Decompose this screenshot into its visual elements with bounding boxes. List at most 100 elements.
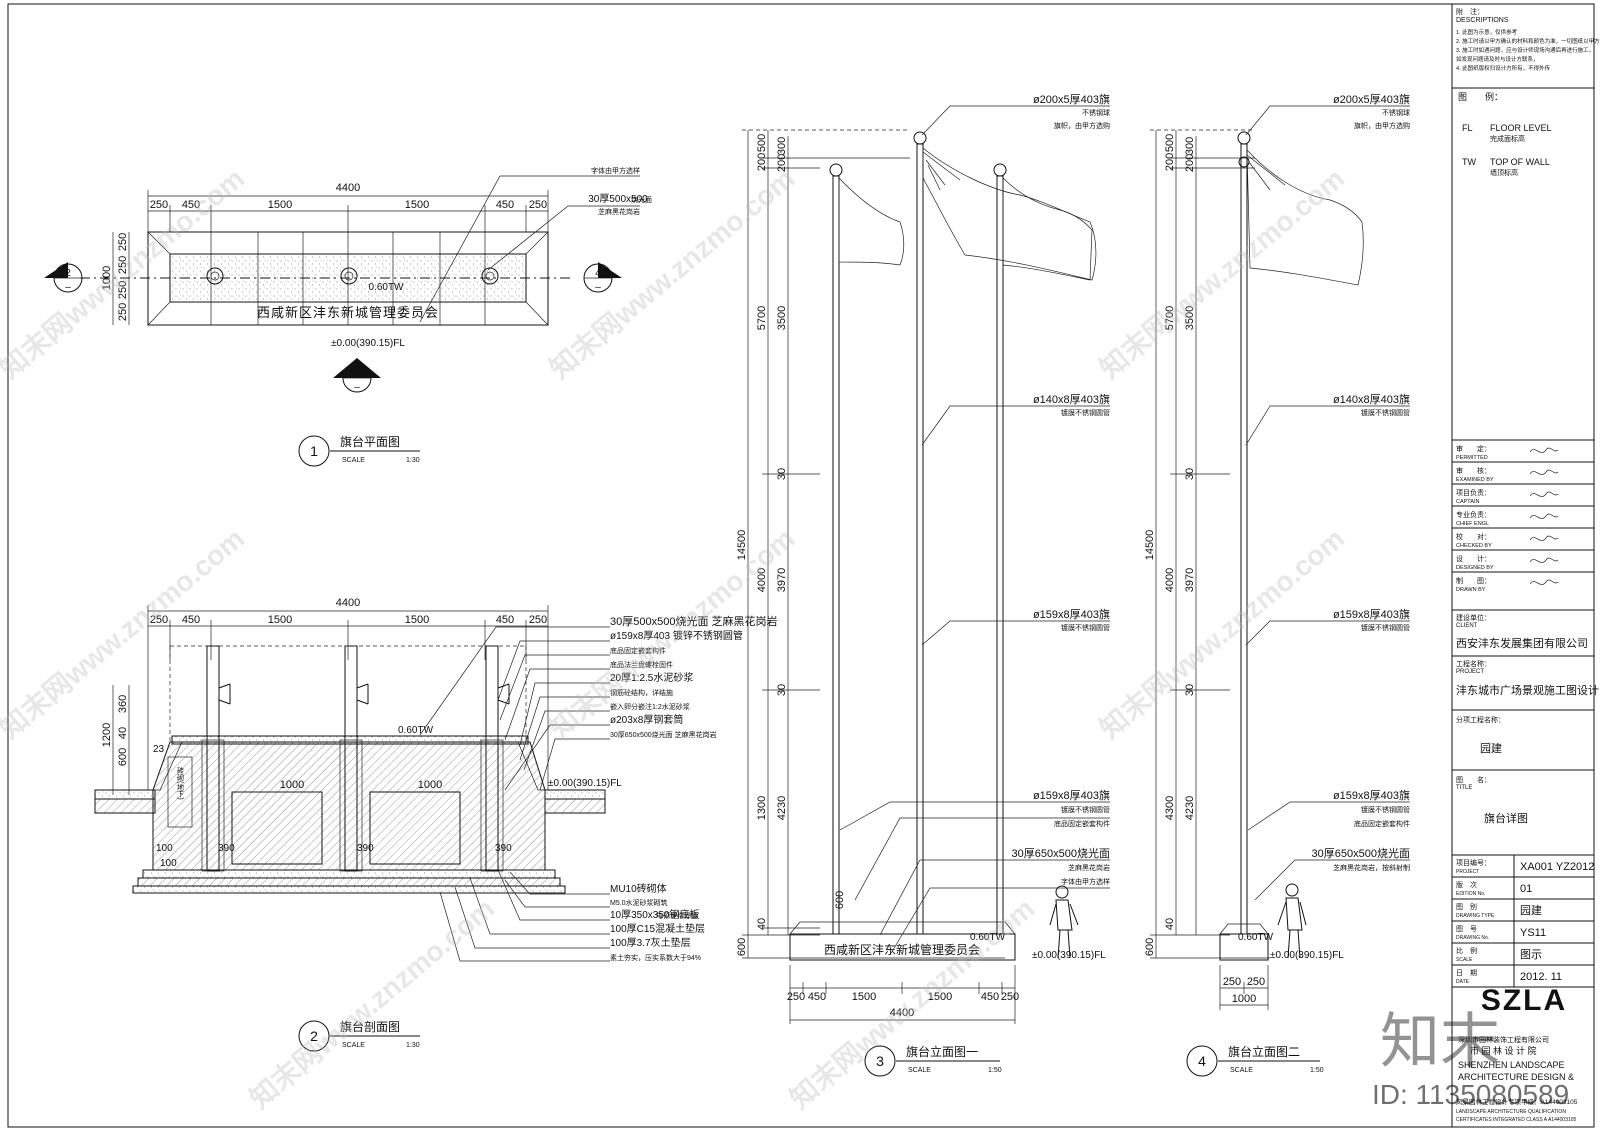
elev1-dim-bottom: 1500 [928, 991, 952, 1003]
elev1-callout: 不锈钢球 [1082, 108, 1110, 117]
info-label-en: DRAWING No. [1456, 935, 1489, 941]
sub-label: 分项工程名称： [1456, 715, 1505, 724]
elev2-callout: ø140x8厚403旗 [1333, 392, 1410, 406]
plan-callout: 字体由甲方选样 [591, 166, 640, 175]
legend-en: FLOOR LEVEL [1490, 123, 1552, 133]
elev1-dim: 1300 [756, 796, 768, 820]
qual-cn: 风景园林工程设计专项甲级：A144003105 [1456, 1097, 1578, 1106]
section-callout: 100厚C15混凝土垫层 [610, 922, 705, 935]
section-dim-left: 1200 [101, 723, 113, 747]
elev2-dim-total: 1000 [1232, 993, 1256, 1005]
elev2-dim: 14500 [1144, 530, 1156, 561]
info-label-en: EDITION No. [1456, 891, 1485, 897]
section-inner-dim: 1000 [418, 779, 442, 791]
section-callout: 嵌入卵分嵌注1:2水泥砂浆 [610, 702, 690, 711]
elev1-callout: 镀膜不锈钢圆管 [1061, 623, 1110, 632]
section-dim: 450 [496, 614, 514, 626]
plan-callout: 芝麻黑花岗岩 [598, 207, 640, 216]
firm-cn-1: 深圳市园林装饰工程有限公司 [1458, 1035, 1549, 1044]
role-label-en: CHIEF ENGL [1456, 521, 1489, 527]
project-label: 工程名称： [1456, 659, 1491, 668]
elev2-dim: 40 [1164, 918, 1176, 930]
elev1-dim: 4230 [776, 796, 788, 820]
info-label: 项目编号： [1456, 858, 1491, 867]
legend-cn: 完成面标高 [1490, 134, 1525, 143]
section-dim: 250 [150, 614, 168, 626]
elev1-dim: 200 [756, 153, 768, 171]
elev1-dim: 30 [776, 684, 788, 696]
watermark-text: 知末网www.znzmo.com [1093, 522, 1350, 745]
section-callout: ø159x8厚403 镀锌不锈钢圆管 [610, 629, 743, 642]
plan-dim: 1500 [405, 199, 429, 211]
signature [1529, 579, 1559, 585]
section-dim: 450 [182, 614, 200, 626]
elev2-callout: 镀膜不锈钢圆管 [1361, 408, 1410, 417]
elev1-dim: 30 [776, 468, 788, 480]
plan-title-num: 1 [310, 443, 318, 459]
elev1-dim-bottom: 250 [1001, 991, 1019, 1003]
legend-cn: 墙顶标高 [1490, 168, 1518, 177]
elev2-title: 旗台立面图二 [1228, 1044, 1300, 1059]
elev1-dim: 600 [834, 891, 846, 909]
section-wall-text: 砖砌(地下) [177, 766, 185, 800]
elev2-dim: 4000 [1164, 568, 1176, 592]
info-label: 比 例 [1456, 946, 1477, 955]
section-dim-left: 23 [153, 744, 165, 755]
marker-sub: – [354, 382, 360, 393]
section-title: 旗台剖面图 [340, 1019, 400, 1034]
plan-dim-left: 250 [117, 303, 129, 321]
elev2-dim: 3970 [1184, 568, 1196, 592]
elev2-dim: 4230 [1184, 796, 1196, 820]
info-label-en: DATE [1456, 979, 1470, 985]
elev1-level-fl: ±0.00(390.15)FL [1032, 950, 1106, 961]
human-scale-figure [1277, 883, 1307, 959]
elev1-scale-label: SCALE [908, 1067, 931, 1074]
note-line: 4. 此图纸版权归设计方所有，不得外传 [1456, 64, 1551, 72]
elev2-dim: 3500 [1184, 306, 1196, 330]
section-callout: 30厚500x500烧光面 芝麻黑花岗岩 [610, 614, 778, 628]
elev2-callout: 底品固定嵌套构件 [1354, 819, 1410, 828]
human-scale-figure [1049, 885, 1079, 959]
signature [1529, 513, 1559, 519]
section-dim-total: 4400 [336, 597, 360, 609]
elev1-title: 旗台立面图一 [906, 1044, 978, 1059]
marker-sub: – [65, 282, 71, 293]
elev1-dim: 40 [756, 918, 768, 930]
client-name: 西安沣东发展集团有限公司 [1456, 636, 1588, 650]
info-value: 01 [1520, 883, 1532, 895]
section-inner-dim: 1000 [280, 779, 304, 791]
legend-code: TW [1462, 157, 1476, 167]
elev1-scale: 1:50 [988, 1067, 1002, 1074]
elev1-callout: 镀膜不锈钢圆管 [1061, 805, 1110, 814]
role-label-en: PERMITTED [1456, 455, 1488, 461]
elev2-callout: 芝麻黑花岗岩，按斜射制 [1333, 863, 1410, 872]
info-label-en: PROJECT [1456, 869, 1479, 875]
project-label-en: PROJECT [1456, 669, 1484, 675]
elev1-dim: 5700 [756, 306, 768, 330]
elev2-dim: 200 [1164, 153, 1176, 171]
section-scale: 1:30 [406, 1042, 420, 1049]
signature [1529, 469, 1559, 475]
plan-level-tw: 0.60TW [368, 282, 404, 293]
elev2-dim: 600 [1144, 938, 1156, 956]
section-callout: 10厚350x350钢底板 [610, 908, 700, 921]
notes-head: 附 注： [1456, 7, 1484, 16]
section-level-fl: ±0.00(390.15)FL [548, 778, 622, 789]
section-dim: 1500 [405, 614, 429, 626]
notes-head-en: DESCRIPTIONS [1456, 17, 1509, 24]
signature [1529, 535, 1559, 541]
watermark-text: 知末网www.znzmo.com [543, 162, 800, 385]
section-dim: 1500 [268, 614, 292, 626]
info-label: 图 号 [1456, 925, 1477, 933]
section-callout: 30厚650x500烧光面 芝麻黑花岗岩 [610, 730, 717, 739]
section-dim-left: 40 [117, 727, 129, 739]
section-marker-3: 3 – [333, 358, 381, 393]
role-label-en: DRAWN BY [1456, 587, 1486, 593]
project-name: 沣东城市广场景观施工图设计 [1456, 683, 1599, 697]
section-callout: 20厚1:2.5水泥砂浆 [610, 671, 693, 684]
section-scale-label: SCALE [342, 1042, 365, 1049]
elev2-dim-bottom: 250 [1247, 976, 1265, 988]
info-label: 版 次 [1456, 880, 1477, 889]
